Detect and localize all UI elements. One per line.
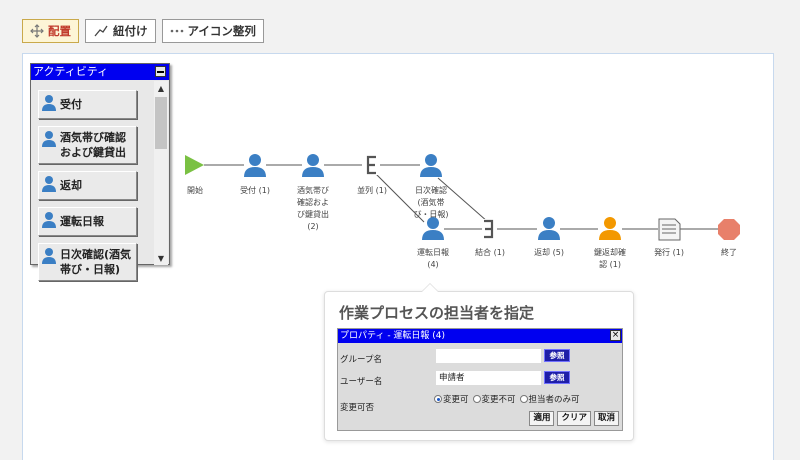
user-ref-button[interactable]: 参照 [544,371,570,384]
palette-item-label: 日次確認(酒気帯び・日報) [60,248,132,276]
node-label-reception: 受付 (1) [240,186,270,195]
person-icon [41,94,57,115]
callout-title: 作業プロセスの担当者を指定 [339,304,535,322]
properties-dialog: プロパティ - 運転日報 (4) × グループ名 参照 ユーザー名 申請者 参照… [337,328,623,431]
node-label-daily-check: 日次確認 (酒気帯 び・日報) [413,186,449,219]
person-icon[interactable] [422,217,444,240]
person-icon [41,130,57,151]
palette-list: 受付 酒気帯び確認および鍵貸出 返却 運転日報 日次確認(酒気帯び・日報) [38,90,168,288]
radio-icon [472,395,481,403]
align-button-label: アイコン整列 [187,24,256,38]
document-icon[interactable] [658,218,681,241]
radio-label: 変更不可 [481,395,516,405]
person-icon[interactable] [538,217,560,240]
palette-item-label: 返却 [60,179,82,192]
clear-button[interactable]: クリア [557,411,591,426]
close-icon[interactable]: × [610,330,621,341]
node-label-start: 開始 [187,186,203,195]
link-button-label: 紐付け [113,24,148,38]
node-label-alcohol-check: 酒気帯び 確認およ び鍵貸出 (2) [297,186,329,231]
link-line-icon [93,24,109,38]
group-input[interactable] [436,349,541,363]
align-icons-button[interactable]: アイコン整列 [161,19,264,43]
callout-arrow [421,283,439,292]
node-label-end: 終了 [721,248,737,257]
dialog-title: プロパティ - 運転日報 (4) [338,329,622,343]
person-orange-icon[interactable] [599,217,621,240]
radio-icon [519,395,528,403]
flow-connectors [204,164,718,230]
split-icon[interactable] [362,155,380,175]
radio-label: 担当者のみ可 [528,395,580,405]
user-label: ユーザー名 [340,377,383,387]
person-icon [41,175,57,196]
layout-button[interactable]: 配置 [22,19,79,43]
link-button[interactable]: 紐付け [85,19,156,43]
group-ref-button[interactable]: 参照 [544,349,570,362]
palette-item-driving-log[interactable]: 運転日報 [38,207,137,236]
scroll-thumb[interactable] [155,97,167,149]
radio-not-changeable[interactable]: 変更不可 [472,393,516,405]
dialog-buttons: 適用 クリア 取消 [529,411,619,426]
apply-button[interactable]: 適用 [529,411,555,426]
palette-item-return[interactable]: 返却 [38,171,137,200]
start-icon[interactable] [185,155,204,175]
radio-label: 変更可 [443,395,469,405]
radio-selected-icon [434,395,442,403]
person-icon[interactable] [302,154,324,177]
node-label-parallel: 並列 (1) [357,186,387,195]
palette-item-alcohol-check[interactable]: 酒気帯び確認および鍵貸出 [38,126,137,164]
node-label-return: 返却 (5) [534,248,564,257]
palette-item-reception[interactable]: 受付 [38,90,137,119]
palette-scrollbar[interactable]: ▲ ▼ [154,81,168,265]
palette-item-label: 酒気帯び確認および鍵貸出 [60,131,126,159]
join-icon[interactable] [482,219,497,239]
layout-button-label: 配置 [48,24,71,38]
activity-palette[interactable]: アクティビティ 受付 酒気帯び確認および鍵貸出 返却 運転日報 日次確認(酒気帯… [30,63,170,281]
scroll-up-icon[interactable]: ▲ [157,83,165,93]
person-icon[interactable] [420,154,442,177]
node-label-issue: 発行 (1) [654,248,684,257]
palette-item-label: 運転日報 [60,215,104,228]
layout-icon [30,24,44,38]
person-icon [41,211,57,232]
user-input[interactable]: 申請者 [436,371,541,385]
dots-icon [170,24,184,38]
palette-title: アクティビティ [31,64,169,80]
toolbar: 配置 紐付け アイコン整列 [22,19,264,43]
assignee-callout: 作業プロセスの担当者を指定 プロパティ - 運転日報 (4) × グループ名 参… [324,283,634,441]
person-icon [41,247,57,268]
minimize-icon[interactable] [155,66,166,77]
changeable-label: 変更可否 [340,403,375,413]
group-label: グループ名 [340,355,382,365]
node-label-join: 結合 (1) [475,248,505,257]
palette-item-daily-check[interactable]: 日次確認(酒気帯び・日報) [38,243,137,281]
node-label-driving-log: 運転日報 (4) [417,248,449,269]
scroll-down-icon[interactable]: ▼ [157,253,165,263]
node-label-key-return: 鍵返却確 認 (1) [594,248,626,269]
radio-assignee-only[interactable]: 担当者のみ可 [519,393,580,405]
stop-icon[interactable] [718,219,740,240]
person-icon[interactable] [244,154,266,177]
palette-item-label: 受付 [60,98,82,111]
radio-changeable[interactable]: 変更可 [434,393,469,405]
cancel-button[interactable]: 取消 [593,411,619,426]
changeable-radio-group: 変更可 変更不可 担当者のみ可 [434,393,580,405]
